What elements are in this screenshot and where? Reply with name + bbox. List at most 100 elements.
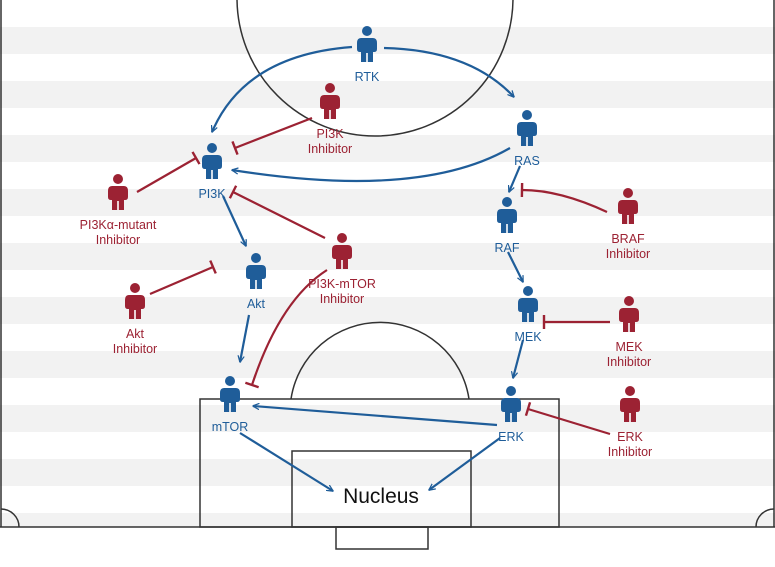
field-stripe: [0, 54, 775, 81]
inhibition-line-pi3k-mtor-inhibitor-to-mtor: [244, 269, 328, 389]
node-label: Inhibitor: [308, 142, 352, 156]
inhibition-line-akt-inhibitor-to-akt: [149, 260, 217, 296]
field-stripe: [0, 432, 775, 459]
node-rtk: RTK: [355, 26, 380, 84]
node-label: Inhibitor: [606, 247, 650, 261]
right-corner-arc: [755, 508, 775, 528]
node-label: PI3K-mTOR: [308, 277, 376, 291]
activation-arrow-ras-to-pi3k: [232, 147, 511, 183]
node-label: MEK: [615, 340, 643, 354]
activation-arrow-erk-to-nucleus: [429, 437, 501, 490]
person-icon: [108, 174, 128, 210]
node-erk: ERK: [498, 386, 525, 444]
node-label: RAS: [514, 154, 540, 168]
person-icon: [220, 376, 240, 412]
node-label: RAF: [495, 241, 520, 255]
field-stripe: [0, 297, 775, 324]
activation-arrow-mtor-to-nucleus: [239, 432, 333, 491]
field-stripe: [0, 216, 775, 243]
person-icon: [518, 286, 538, 322]
field-stripe: [0, 405, 775, 432]
node-ras: RAS: [514, 110, 540, 168]
inhibition-bar: [231, 141, 239, 155]
field-stripe: [0, 135, 775, 162]
activation-arrow-rtk-to-ras: [383, 46, 514, 97]
node-label: PI3K: [316, 127, 344, 141]
inhibition-line-pi3k-mtor-inhibitor-to-pi3k: [228, 185, 326, 239]
activation-arrow-raf-to-mek: [507, 251, 524, 282]
node-label: PI3K: [198, 187, 226, 201]
field-stripe: [0, 270, 775, 297]
node-label: Inhibitor: [320, 292, 364, 306]
inhibition-bar: [228, 185, 238, 199]
inhibition-bar: [524, 401, 532, 417]
activation-arrow-akt-to-mtor: [240, 314, 251, 362]
node-mtor: mTOR: [212, 376, 249, 434]
activation-arrow-ras-to-raf: [509, 165, 522, 192]
person-icon: [620, 386, 640, 422]
node-label: mTOR: [212, 420, 249, 434]
person-icon: [497, 197, 517, 233]
person-icon: [332, 233, 352, 269]
field-stripe: [0, 243, 775, 270]
node-label: RTK: [355, 70, 380, 84]
left-corner-arc: [0, 508, 20, 528]
field-stripe: [0, 27, 775, 54]
person-icon: [501, 386, 521, 422]
node-label: Inhibitor: [113, 342, 157, 356]
field-stripe: [0, 81, 775, 108]
field-stripe: [0, 378, 775, 405]
activation-arrow-pi3k-to-akt: [222, 195, 247, 246]
field-stripe: [0, 189, 775, 216]
inhibition-line-mek-inhibitor-to-mek: [542, 315, 610, 329]
node-label: ERK: [617, 430, 643, 444]
field-stripe: [0, 162, 775, 189]
node-label: Akt: [247, 297, 266, 311]
person-icon: [517, 110, 537, 146]
inhibition-line-pi3ka-mutant-inhibitor-to-pi3k: [136, 151, 201, 193]
activation-arrow-rtk-to-pi3k: [212, 45, 353, 132]
node-mek: MEK: [514, 286, 542, 344]
activation-arrow-erk-to-mtor: [253, 406, 498, 427]
field-stripe: [0, 324, 775, 351]
field-stripe: [0, 486, 775, 513]
activation-arrow-mek-to-erk: [513, 339, 525, 378]
nucleus-label: Nucleus: [343, 485, 419, 508]
node-label: Akt: [126, 327, 145, 341]
pathway-nodes: RTKRASRAFMEKERKPI3KAktmTORPI3KInhibitorP…: [80, 26, 652, 459]
inhibition-bar: [244, 381, 260, 389]
inhibition-line-pi3k-inhibitor-to-pi3k: [231, 116, 313, 155]
field-stripe: [0, 108, 775, 135]
node-label: Inhibitor: [607, 355, 651, 369]
node-label: Inhibitor: [608, 445, 652, 459]
node-label: BRAF: [611, 232, 645, 246]
field-stripe: [0, 459, 775, 486]
field-lines: [0, 0, 775, 550]
node-label: ERK: [498, 430, 524, 444]
node-akt: Akt: [246, 253, 266, 311]
field-stripes: [0, 0, 775, 527]
inhibition-line-erk-inhibitor-to-erk: [524, 401, 611, 436]
goal: [335, 526, 429, 550]
person-icon: [202, 143, 222, 179]
person-icon: [619, 296, 639, 332]
node-label: MEK: [514, 330, 542, 344]
node-label: PI3Kα-mutant: [80, 218, 157, 232]
inhibition-bar: [209, 260, 217, 274]
inhibition-line-braf-inhibitor-to-raf: [520, 182, 608, 213]
center-circle: [236, 0, 514, 137]
person-icon: [125, 283, 145, 319]
penalty-arc: [290, 321, 470, 400]
field-stripe: [0, 0, 775, 27]
node-label: Inhibitor: [96, 233, 140, 247]
node-pi3k: PI3K: [198, 143, 226, 201]
person-icon: [357, 26, 377, 62]
